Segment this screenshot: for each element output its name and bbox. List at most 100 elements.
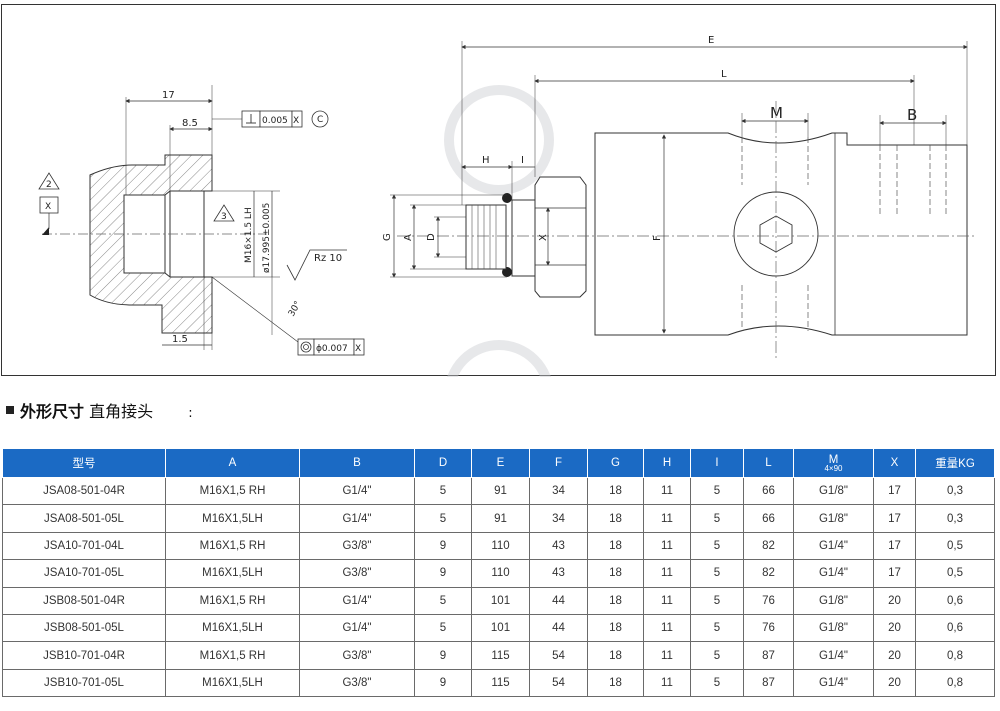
table-cell: M16X1,5LH: [165, 504, 300, 533]
column-header-label: M: [828, 453, 839, 466]
table-cell: 76: [743, 613, 794, 643]
angle-label: 30°: [287, 300, 304, 319]
table-cell: 5: [690, 504, 744, 533]
datum-3-label: 3: [221, 212, 227, 222]
table-cell: 5: [414, 586, 472, 615]
table-cell: JSB10-701-05L: [2, 668, 166, 698]
column-header: E: [471, 448, 530, 478]
table-cell: 11: [643, 641, 691, 670]
table-cell: 0,5: [915, 531, 995, 561]
table-cell: 0,6: [915, 613, 995, 643]
table-cell: G1/4": [793, 559, 874, 588]
table-cell: 5: [690, 613, 744, 643]
table-cell: 11: [643, 586, 691, 615]
table-cell: G3/8": [299, 641, 415, 670]
table-cell: M16X1,5 RH: [165, 586, 300, 615]
column-header: H: [643, 448, 691, 478]
table-cell: 11: [643, 668, 691, 698]
table-cell: 91: [471, 476, 530, 506]
table-cell: 5: [690, 559, 744, 588]
column-header: L: [743, 448, 794, 478]
table-cell: 11: [643, 613, 691, 643]
section-title-bold: 外形尺寸: [20, 402, 85, 421]
table-cell: JSB08-501-05L: [2, 613, 166, 643]
table-cell: 0,3: [915, 476, 995, 506]
perp-tol-value: 0.005: [262, 116, 288, 126]
table-cell: 0,8: [915, 668, 995, 698]
table-cell: 5: [414, 504, 472, 533]
table-cell: 101: [471, 613, 530, 643]
table-cell: 18: [587, 641, 644, 670]
thread-label: M16×1.5 LH: [244, 207, 254, 263]
column-header-label: G: [611, 457, 620, 469]
table-cell: M16X1,5LH: [165, 613, 300, 643]
table-cell: G1/4": [299, 504, 415, 533]
dim-8-5: 8.5: [182, 118, 198, 129]
table-cell: 5: [414, 476, 472, 506]
table-cell: G3/8": [299, 668, 415, 698]
table-cell: 5: [690, 531, 744, 561]
table-cell: M16X1,5 RH: [165, 641, 300, 670]
column-header-label: B: [353, 457, 361, 469]
table-cell: G3/8": [299, 559, 415, 588]
table-cell: 54: [529, 641, 588, 670]
table-cell: 20: [873, 613, 916, 643]
table-cell: JSA08-501-04R: [2, 476, 166, 506]
table-cell: JSB08-501-04R: [2, 586, 166, 615]
column-header: I: [690, 448, 744, 478]
column-header-label: I: [715, 457, 719, 469]
table-cell: 9: [414, 641, 472, 670]
column-header: D: [414, 448, 472, 478]
dim-d: D: [426, 233, 437, 241]
dim-a: A: [403, 234, 414, 241]
table-cell: 9: [414, 559, 472, 588]
table-cell: JSA10-701-04L: [2, 531, 166, 561]
table-cell: G1/8": [793, 504, 874, 533]
square-bullet-icon: [6, 406, 14, 414]
table-cell: 18: [587, 504, 644, 533]
column-header-sublabel: 4×90: [824, 463, 843, 473]
dim-17: 17: [162, 90, 175, 101]
table-cell: 20: [873, 668, 916, 698]
table-cell: 18: [587, 531, 644, 561]
table-cell: 17: [873, 531, 916, 561]
dim-b: B: [907, 106, 917, 124]
table-cell: 34: [529, 476, 588, 506]
table-cell: JSA08-501-05L: [2, 504, 166, 533]
column-header: 型号: [2, 448, 166, 478]
table-cell: 43: [529, 531, 588, 561]
column-header: G: [587, 448, 644, 478]
dim-x: X: [538, 234, 549, 241]
table-cell: 110: [471, 531, 530, 561]
table-cell: 5: [690, 586, 744, 615]
dim-l: L: [721, 69, 727, 80]
circle-c-label: C: [317, 115, 323, 125]
table-cell: 115: [471, 641, 530, 670]
table-cell: 5: [690, 668, 744, 698]
table-cell: 54: [529, 668, 588, 698]
table-cell: 82: [743, 531, 794, 561]
dim-m: M: [770, 104, 783, 122]
column-header-label: A: [228, 457, 237, 469]
watermark-logo: [444, 85, 554, 377]
table-cell: 66: [743, 476, 794, 506]
column-header: A: [165, 448, 300, 478]
table-cell: 44: [529, 613, 588, 643]
table-cell: 11: [643, 559, 691, 588]
table-cell: 43: [529, 559, 588, 588]
table-cell: G3/8": [299, 531, 415, 561]
table-cell: G1/4": [299, 613, 415, 643]
left-view-labels: 17 8.5 1.5 0.005 X C 2 X 3 M16×1.5 LH ø1…: [45, 90, 361, 354]
table-cell: M16X1,5LH: [165, 559, 300, 588]
drawing-svg: 17 8.5 1.5 0.005 X C 2 X 3 M16×1.5 LH ø1…: [38, 35, 977, 377]
table-cell: 18: [587, 668, 644, 698]
left-section-view: [38, 85, 365, 356]
